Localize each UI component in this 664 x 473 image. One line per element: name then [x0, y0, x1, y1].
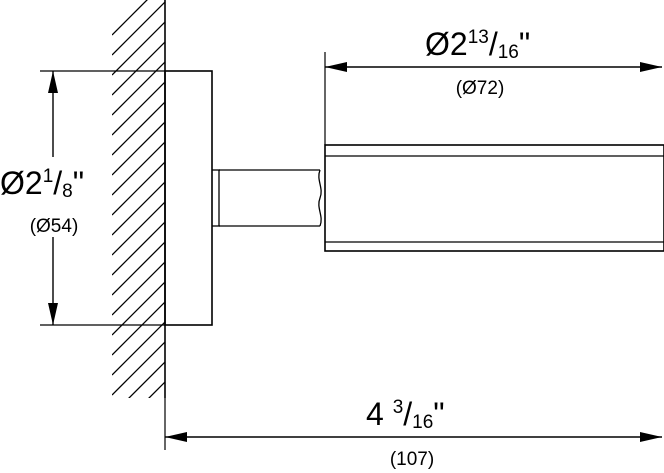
svg-text:Ø21/8": Ø21/8" [0, 165, 84, 202]
flange-diameter-inch-mark: " [73, 165, 84, 201]
svg-text:4 3/16": 4 3/16" [366, 396, 445, 433]
projection-length-whole: 4 [366, 396, 393, 432]
holder-diameter-label: Ø213/16" (Ø72) [425, 26, 530, 99]
flange-diameter-metric: (Ø54) [30, 216, 79, 237]
wall-hatching [112, 0, 165, 398]
holder-diameter-symbol: Ø2 [425, 26, 468, 62]
projection-length-label: 4 3/16" (107) [366, 396, 445, 470]
flange-diameter-slash: / [53, 165, 62, 201]
wall-flange [164, 70, 213, 326]
holder-diameter-metric: (Ø72) [456, 78, 505, 99]
holder-diameter-inch-mark: " [519, 26, 530, 62]
projection-length-metric: (107) [390, 449, 434, 470]
projection-length-numerator: 3 [393, 397, 404, 418]
connector-rod [212, 169, 322, 227]
flange-diameter-symbol: Ø2 [0, 165, 43, 201]
projection-length-inch-mark: " [433, 396, 444, 432]
flange-diameter-denominator: 8 [62, 181, 73, 202]
holder-diameter-numerator: 13 [468, 27, 489, 48]
holder-diameter-slash: / [489, 26, 498, 62]
extension-lines [40, 52, 326, 450]
flange-diameter-label: Ø21/8" (Ø54) [0, 157, 108, 237]
holder-diameter-denominator: 16 [498, 42, 519, 63]
projection-length-denominator: 16 [412, 412, 433, 433]
flange-diameter-numerator: 1 [43, 166, 54, 187]
projection-length-slash: / [403, 396, 412, 432]
holder-body [324, 144, 664, 252]
svg-text:Ø213/16": Ø213/16" [425, 26, 530, 63]
